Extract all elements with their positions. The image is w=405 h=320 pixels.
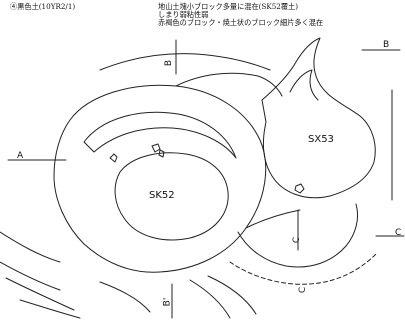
c-area-outline bbox=[237, 203, 359, 268]
terrain-line-3 bbox=[5, 277, 75, 311]
terrain-line-6 bbox=[189, 279, 231, 319]
stone-mark-1 bbox=[109, 153, 118, 163]
legend-line-soil: ④黒色土(10YR2/1) bbox=[10, 2, 76, 11]
connecting-rim-lower bbox=[245, 209, 301, 229]
sk52-inner-band bbox=[83, 111, 237, 159]
section-marker-b-bottom: B' bbox=[162, 297, 173, 307]
legend-line-compaction: しまり弱粘性弱 bbox=[158, 10, 209, 19]
terrain-line-4 bbox=[19, 299, 81, 319]
sk52-inner-basin bbox=[114, 152, 229, 241]
sx53-outline bbox=[261, 37, 376, 199]
section-marker-a: A bbox=[17, 151, 24, 161]
terrain-line-top bbox=[99, 53, 271, 71]
section-marker-b-right: B bbox=[383, 40, 390, 50]
feature-label-sk52: SK52 bbox=[149, 190, 175, 201]
terrain-line-5 bbox=[99, 281, 151, 313]
section-marker-c-low: C bbox=[298, 286, 309, 294]
section-marker-c-right: C bbox=[395, 228, 402, 238]
legend-line-inclusions: 地山土塊小ブロック多量に混在(SK52覆土) bbox=[158, 2, 299, 11]
feature-label-sx53: SX53 bbox=[308, 134, 334, 145]
stone-mark-2 bbox=[151, 143, 161, 153]
section-marker-c-mid: C bbox=[292, 236, 303, 244]
terrain-line-7 bbox=[207, 275, 257, 315]
terrain-line-1 bbox=[0, 231, 61, 263]
sx53-inner-step bbox=[289, 69, 319, 101]
stone-mark-3 bbox=[158, 149, 165, 158]
stone-mark-4 bbox=[294, 183, 305, 194]
inferred-boundary bbox=[229, 253, 377, 285]
connecting-rim-upper bbox=[175, 72, 283, 97]
legend-line-blocks: 赤褐色のブロック・焼土状のブロック細片多く混在 bbox=[158, 18, 324, 27]
section-marker-b-top: B bbox=[164, 59, 175, 67]
terrain-line-2 bbox=[0, 261, 61, 291]
sk52-outer-outline bbox=[53, 84, 267, 273]
